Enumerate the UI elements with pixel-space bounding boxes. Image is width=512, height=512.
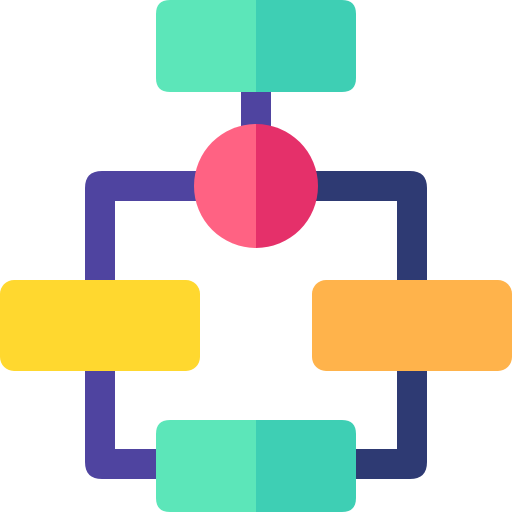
decision-left-half (194, 124, 256, 248)
connector-left-loop (85, 171, 200, 479)
bottom-process-box (156, 420, 356, 512)
top-process-box (156, 0, 356, 92)
decision-node (194, 124, 318, 248)
top-box-left-half (156, 0, 256, 92)
decision-right-half (256, 124, 318, 248)
bottom-box-right-half (256, 420, 356, 512)
left-process-box (0, 280, 200, 371)
right-process-box (312, 280, 512, 371)
connector-right-loop (312, 171, 427, 479)
bottom-box-left-half (156, 420, 256, 512)
top-box-right-half (256, 0, 356, 92)
